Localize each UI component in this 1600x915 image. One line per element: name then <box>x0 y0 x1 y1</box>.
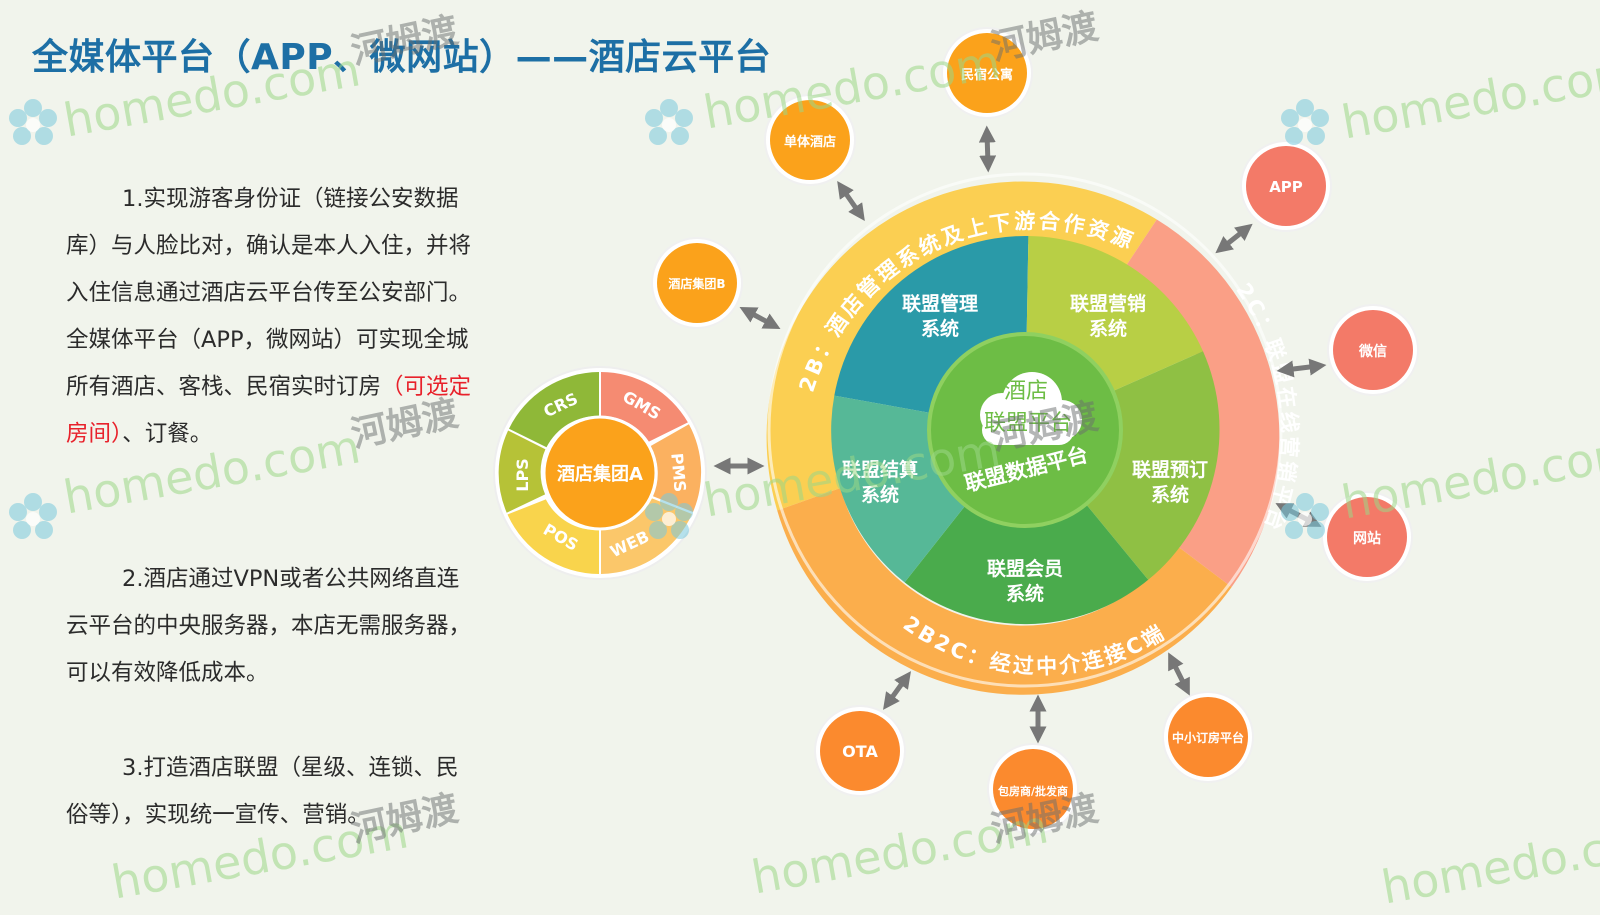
arrow-ota <box>883 671 911 710</box>
group-a-hub: 酒店集团A CRS GMS PMS WEB POS LPS <box>493 366 707 580</box>
segment-settle-label-1: 联盟结算 <box>842 458 918 481</box>
arrow-minsu <box>978 125 997 173</box>
group-a-module-lps-bg <box>498 430 546 513</box>
group-a-module-gms-bg <box>601 372 688 442</box>
ring-segment-top <box>766 181 1157 511</box>
center-label-top: 酒店 <box>1004 379 1048 404</box>
arrow-app <box>1215 223 1253 254</box>
group-a-module-pms-bg <box>650 424 702 512</box>
paragraph-1: 1.实现游客身份证（链接公安数据库）与人脸比对，确认是本人入住，并将入住信息通过… <box>66 176 476 458</box>
node-danti-label: 单体酒店 <box>784 134 836 150</box>
node-danti: 单体酒店 <box>764 94 856 186</box>
paragraph-2: 2.酒店通过VPN或者公共网络直连云平台的中央服务器，本店无需服务器，可以有效降… <box>66 556 476 697</box>
inner-pie <box>831 235 1220 625</box>
node-ota: OTA <box>814 705 906 797</box>
arrow-weixin <box>1276 358 1327 378</box>
paragraph-3: 3.打造酒店联盟（星级、连锁、民俗等），实现统一宣传、营销。 <box>66 745 476 839</box>
segment-member-label-2: 系统 <box>1006 582 1044 605</box>
segment-member-label-1: 联盟会员 <box>987 557 1063 580</box>
arrow-zhongxiao <box>1168 652 1190 696</box>
node-app: APP <box>1240 140 1332 232</box>
paragraph-1-text: 1.实现游客身份证（链接公安数据库）与人脸比对，确认是本人入住，并将入住信息通过… <box>66 186 472 400</box>
node-zhongxiao: 中小订房平台 <box>1162 691 1254 783</box>
segment-booking <box>1025 351 1220 580</box>
node-groupb-label: 酒店集团B <box>668 276 725 291</box>
paragraph-1-tail: 、订餐。 <box>122 421 213 447</box>
group-a-label: 酒店集团A <box>557 463 643 485</box>
group-a-module-pos-bg <box>507 499 599 574</box>
center-label-mid: 联盟平台 <box>984 411 1072 436</box>
node-weixin: 微信 <box>1327 304 1419 396</box>
node-minsu-label: 民宿公寓 <box>961 67 1013 83</box>
paragraph-1-highlight: （可选定房间） <box>66 374 472 447</box>
node-ota-label: OTA <box>842 742 878 761</box>
node-groupb: 酒店集团B <box>651 237 743 329</box>
node-baofang-label: 包房商/批发商 <box>997 784 1068 798</box>
segment-mgmt-label-1: 联盟管理 <box>902 292 978 315</box>
node-baofang: 包房商/批发商 <box>987 743 1079 835</box>
ring-segment-bottom <box>777 488 1232 695</box>
arrow-groupb <box>739 306 781 330</box>
ring-segment-right <box>1121 219 1280 588</box>
paragraph-3-text: 3.打造酒店联盟（星级、连锁、民俗等），实现统一宣传、营销。 <box>66 755 459 828</box>
segment-booking-label-2: 系统 <box>1151 483 1189 506</box>
cloud-icon <box>980 372 1082 445</box>
segment-settle-label-2: 系统 <box>861 483 899 506</box>
arrow-danti <box>837 181 865 221</box>
segment-booking-label-1: 联盟预订 <box>1132 459 1208 481</box>
group-a-module-pms: PMS <box>667 452 689 493</box>
segment-marketing-label-1: 联盟营销 <box>1070 292 1146 315</box>
page-title: 全媒体平台（APP、微网站）——酒店云平台 <box>32 37 772 78</box>
outer-ring <box>766 181 1280 695</box>
node-zhongxiao-label: 中小订房平台 <box>1172 730 1244 745</box>
group-a-module-crs-bg <box>509 372 599 448</box>
node-app-label: APP <box>1269 178 1303 196</box>
node-weixin-label: 微信 <box>1358 343 1387 360</box>
paragraph-2-text: 2.酒店通过VPN或者公共网络直连云平台的中央服务器，本店无需服务器，可以有效降… <box>66 566 472 686</box>
node-wangzhan-label: 网站 <box>1353 530 1381 547</box>
segment-marketing-label-2: 系统 <box>1089 317 1127 340</box>
node-minsu: 民宿公寓 <box>941 27 1033 119</box>
segment-mgmt-label-2: 系统 <box>921 317 959 340</box>
group-a-module-lps: LPS <box>513 458 532 491</box>
node-wangzhan: 网站 <box>1321 491 1413 583</box>
